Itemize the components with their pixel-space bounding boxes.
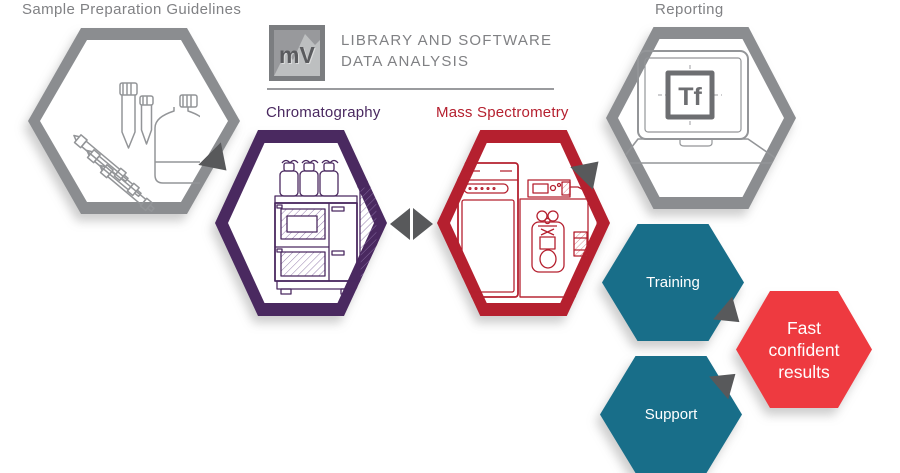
chromatogram-peak-shape <box>274 34 320 76</box>
mass-spectrometry-label: Mass Spectrometry <box>436 104 569 121</box>
support-label: Support <box>644 405 698 423</box>
sample-preparation-label: Sample Preparation Guidelines <box>22 1 242 18</box>
arrow-massspec-to-chromatography-icon <box>390 208 410 240</box>
arrow-chromatography-to-massspec-icon <box>413 208 433 240</box>
reporting-hexagon: Tf <box>606 27 796 209</box>
hplc-icon <box>231 144 381 302</box>
support-hexagon: Support <box>600 356 742 473</box>
sample-prep-hexagon <box>28 28 240 214</box>
chromatography-hexagon <box>215 130 387 316</box>
training-label: Training <box>646 273 700 291</box>
mass-spec-hexagon <box>437 130 610 316</box>
tf-logo-frame <box>668 73 712 117</box>
tf-logo-text: Tf <box>678 83 702 111</box>
reporting-label: Reporting <box>655 1 724 18</box>
training-hexagon: Training <box>602 224 744 341</box>
divider-line <box>267 88 554 90</box>
mv-badge-text: mV <box>279 42 315 68</box>
mass-spec-icon <box>452 146 602 304</box>
results-hexagon: Fast confident results <box>736 291 872 408</box>
mv-chromatogram-icon: mV <box>269 25 325 81</box>
results-label: Fast confident results <box>768 317 840 382</box>
laptop-icon: Tf <box>618 39 784 197</box>
chromatography-label: Chromatography <box>266 104 381 121</box>
sample-prep-icon <box>70 70 200 220</box>
